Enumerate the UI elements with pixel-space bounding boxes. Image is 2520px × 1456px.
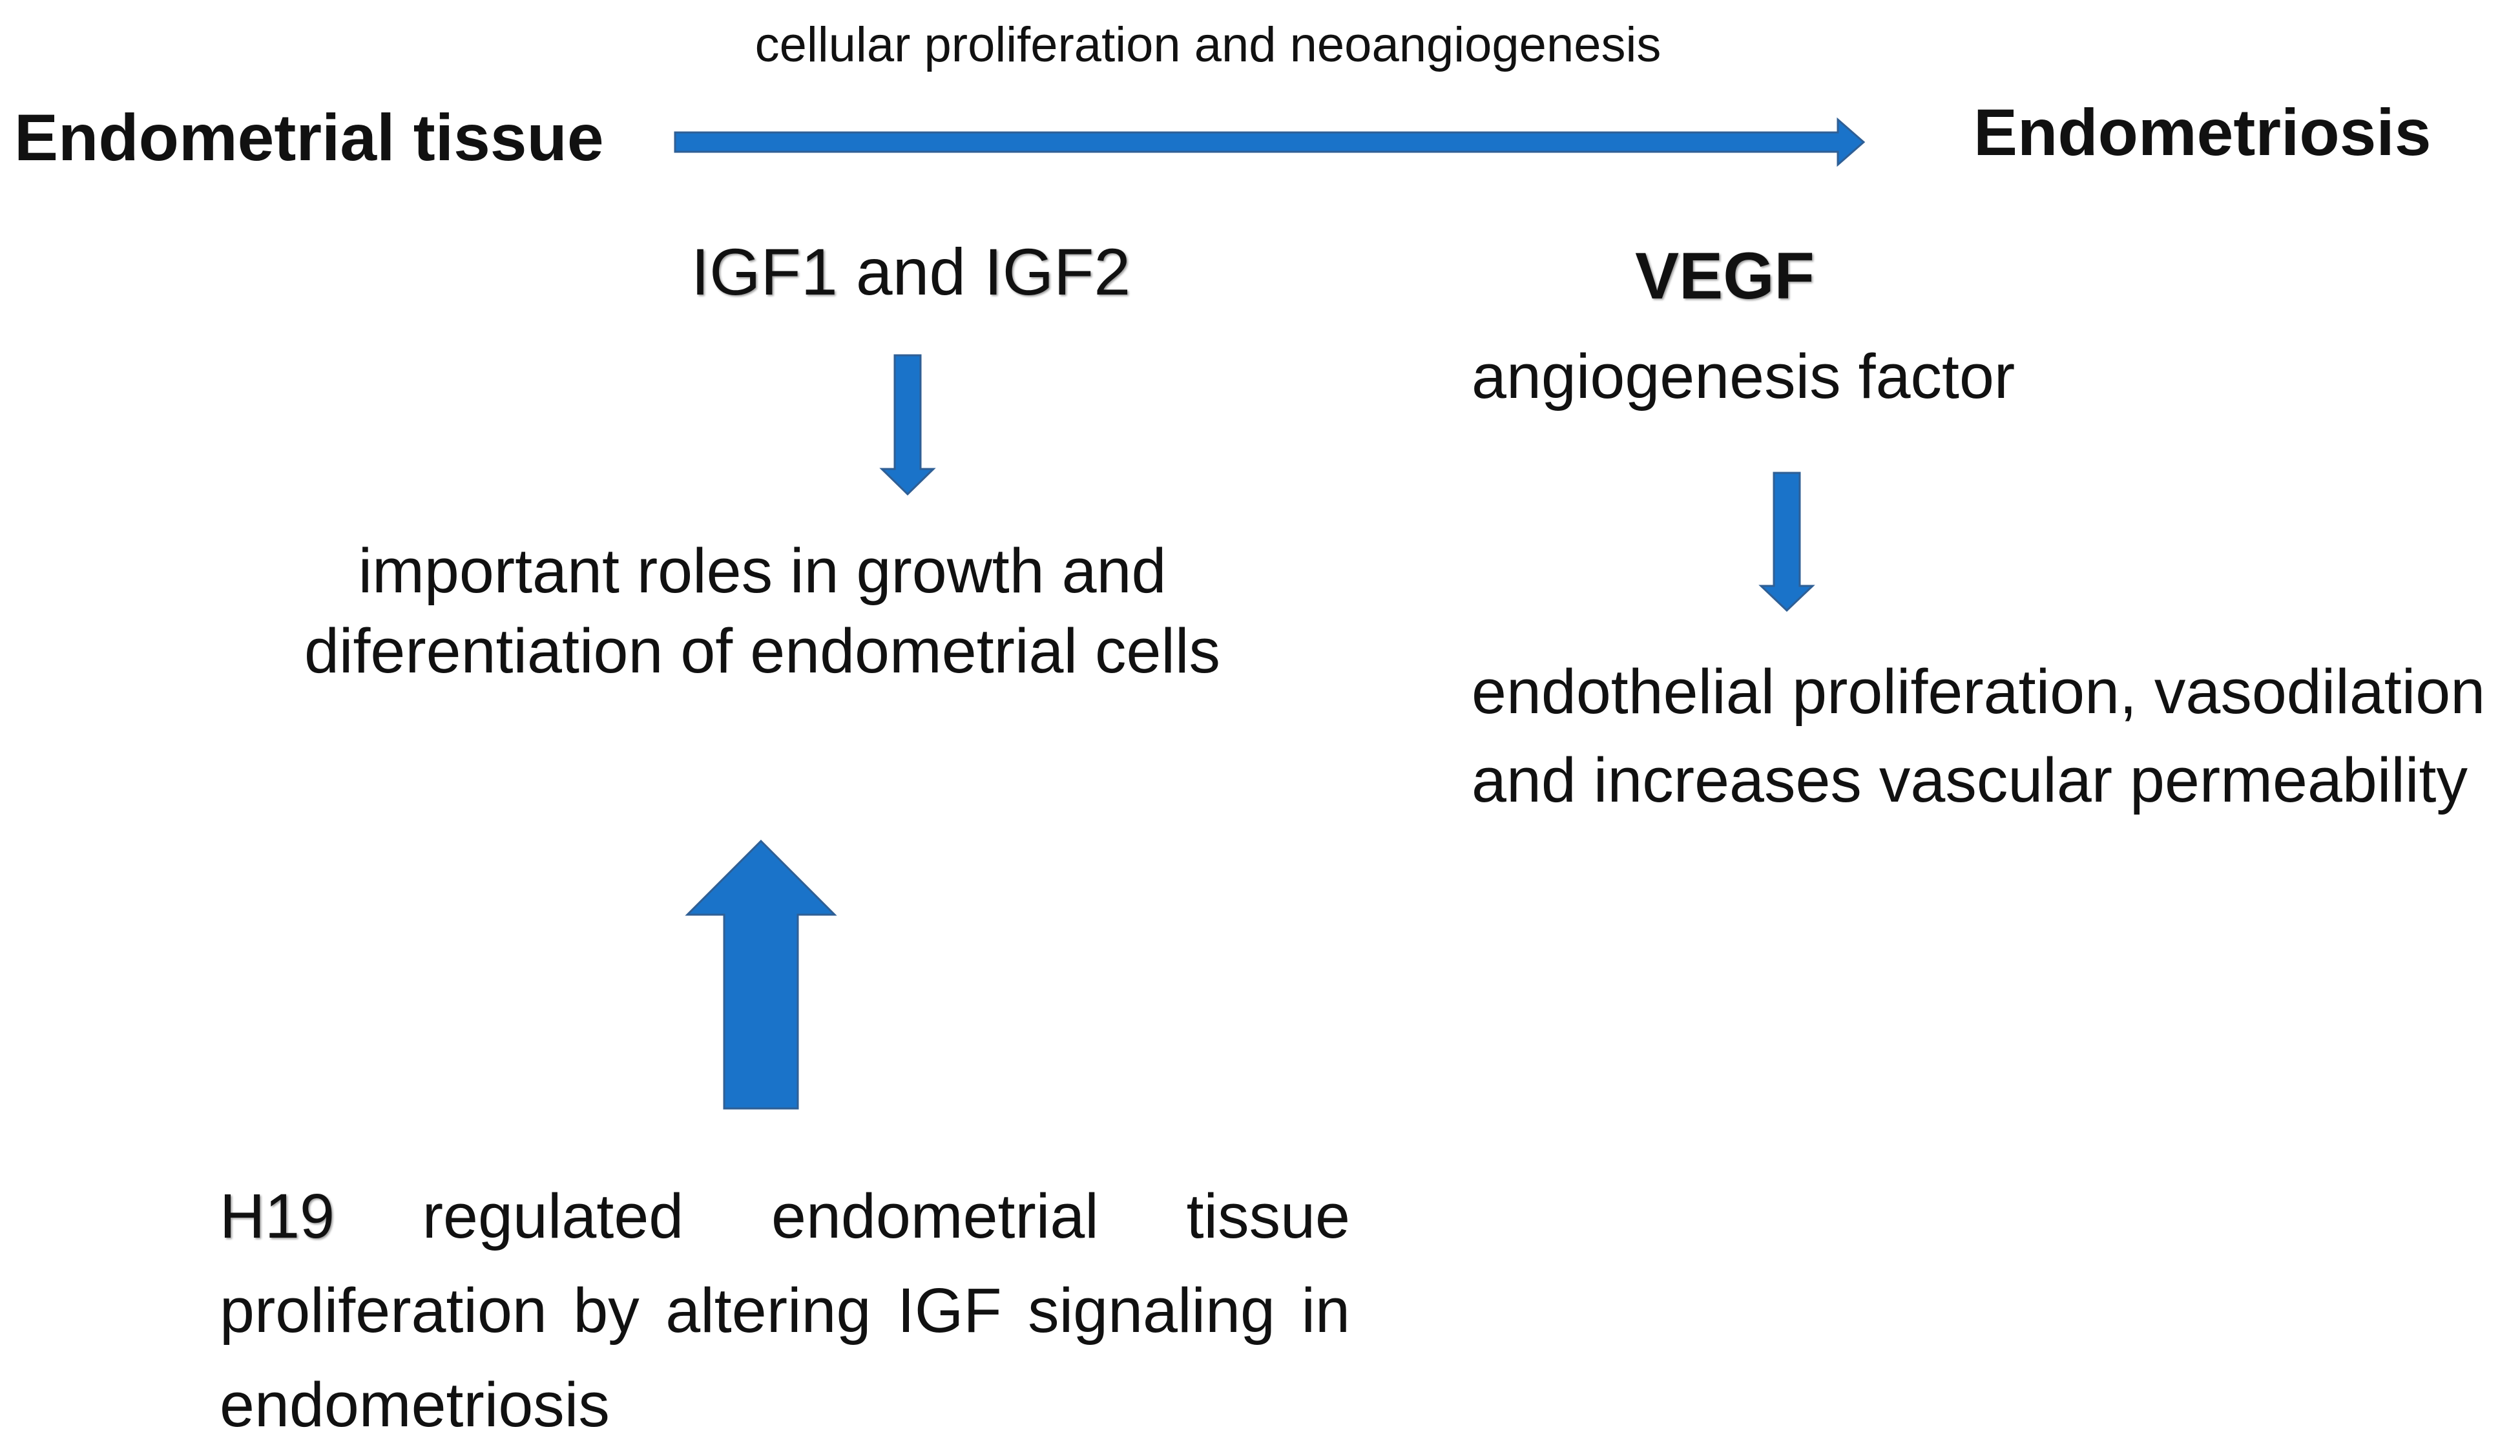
endometriosis-node: Endometriosis: [1973, 96, 2431, 169]
vegf-down-arrow: [1758, 472, 1815, 612]
igf-connector: and: [837, 235, 984, 309]
endometrial-tissue-node: Endometrial tissue: [14, 101, 604, 174]
igf2-label: IGF2: [984, 235, 1131, 309]
igf-down-arrow: [879, 354, 936, 496]
flow-label: cellular proliferation and neoangiogenes…: [755, 17, 1661, 72]
flow-arrow: [674, 117, 1866, 167]
vegf-label: VEGF: [1635, 239, 1815, 313]
h19-description: regulated endometrial tissue proliferati…: [220, 1181, 1350, 1440]
h19-statement: H19 regulated endometrial tissue prolife…: [220, 1169, 1350, 1452]
igf-genes: IGF1 and IGF2: [646, 230, 1176, 314]
vegf-effects-text: endothelial proliferation, vasodilation …: [1472, 656, 2486, 815]
igf1-label: IGF1: [691, 235, 838, 309]
igf-role-text: important roles in growth and diferentia…: [304, 536, 1221, 686]
h19-up-arrow: [685, 839, 837, 1110]
h19-label: H19: [220, 1181, 335, 1251]
vegf-description: angiogenesis factor: [1472, 341, 2015, 411]
